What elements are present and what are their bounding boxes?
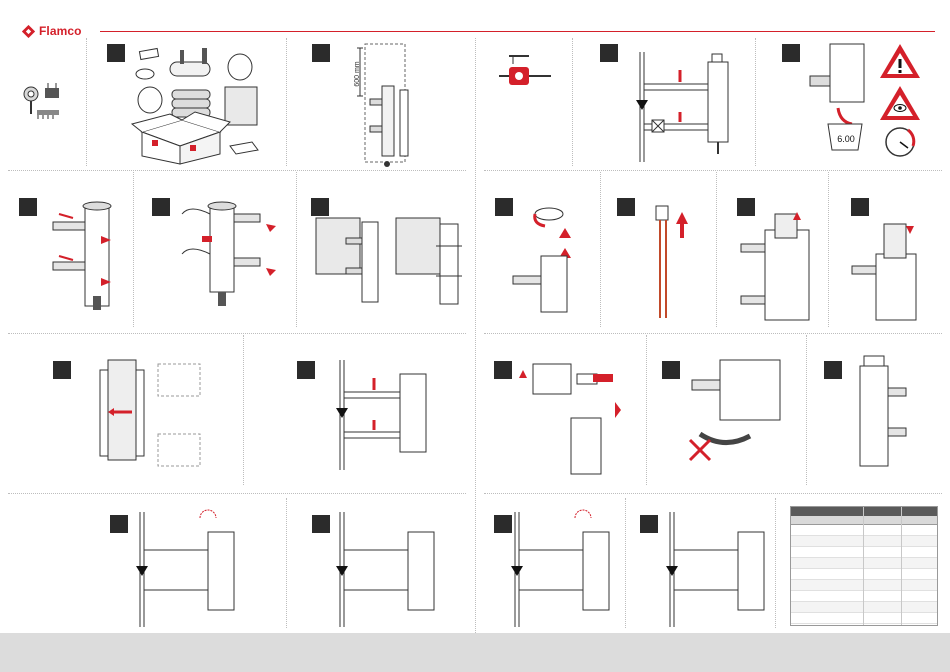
divider	[243, 335, 244, 485]
table-row	[791, 591, 937, 602]
step-badge	[312, 515, 330, 533]
pressure-gauge-icon	[886, 128, 914, 156]
gauge-value-label: 6.00	[837, 134, 855, 144]
row-divider	[484, 170, 942, 171]
header-rule	[100, 31, 935, 32]
divider	[572, 38, 573, 166]
valve-diagram-3	[130, 512, 240, 627]
row-divider	[484, 493, 942, 494]
step-badge	[494, 361, 512, 379]
eye-warning-icon	[880, 86, 920, 120]
step-badge	[110, 515, 128, 533]
divider	[286, 498, 287, 628]
flamco-logo-icon	[22, 25, 35, 38]
install-height-illustration: 600 mm	[340, 44, 425, 169]
step-badge	[600, 44, 618, 62]
divider	[775, 498, 776, 628]
install-height-label: 600 mm	[354, 61, 361, 86]
divider	[296, 172, 297, 327]
table-row	[791, 547, 937, 558]
table-row	[791, 525, 937, 536]
valve-diagram-1	[630, 52, 730, 162]
table-row	[791, 613, 937, 624]
magnet-insert-illustration	[848, 210, 928, 320]
table-column-divider	[901, 507, 902, 625]
package-contents-illustration	[120, 42, 275, 164]
step-badge	[297, 361, 315, 379]
row-divider	[8, 170, 466, 171]
insulation-refit-illustration	[515, 360, 635, 475]
step-badge	[782, 44, 800, 62]
divider	[133, 172, 134, 327]
brand-name: Flamco	[39, 24, 82, 38]
divider	[806, 335, 807, 485]
footer-bar	[0, 633, 950, 672]
row-divider	[484, 333, 942, 334]
divider	[646, 335, 647, 485]
magnet-removal-illustration	[735, 200, 825, 320]
brand-logo: Flamco	[22, 24, 82, 38]
tools-illustration	[18, 80, 68, 125]
row-divider	[8, 333, 466, 334]
table-row	[791, 580, 937, 591]
step-badge	[53, 361, 71, 379]
step-badge	[19, 198, 37, 216]
valve-diagram-6	[660, 512, 770, 627]
divider	[600, 172, 601, 327]
step-badge	[824, 361, 842, 379]
divider	[755, 38, 756, 166]
valve-diagram-5	[505, 512, 615, 627]
cap-removal-illustration	[505, 200, 595, 320]
divider	[86, 38, 87, 166]
table-row	[791, 569, 937, 580]
drain-hose-illustration	[670, 350, 790, 475]
divider	[828, 172, 829, 327]
rod-removal-illustration	[640, 206, 690, 318]
warning-icon	[880, 44, 920, 78]
valve-diagram-4	[330, 512, 440, 627]
table-row	[791, 558, 937, 569]
table-subheader	[791, 516, 937, 525]
divider	[716, 172, 717, 327]
insulation-wrap-illustration	[78, 350, 228, 480]
divider	[625, 498, 626, 628]
divider	[286, 38, 287, 166]
step-badge	[152, 198, 170, 216]
valve-close-illustration	[45, 200, 125, 320]
step-badge	[617, 198, 635, 216]
table-row	[791, 536, 937, 547]
valve-diagram-2	[330, 360, 430, 470]
center-divider	[475, 38, 476, 633]
valve-open-illustration	[180, 200, 280, 320]
drain-illustration: 6.00	[800, 42, 940, 157]
table-row	[791, 602, 937, 613]
step-badge	[640, 515, 658, 533]
pump-off-illustration	[495, 52, 555, 90]
table-column-divider	[863, 507, 864, 625]
spec-table	[790, 506, 938, 626]
row-divider	[8, 493, 466, 494]
insulation-mount-illustration	[310, 212, 470, 322]
assembled-unit-illustration	[850, 356, 920, 476]
table-header	[791, 507, 937, 516]
step-badge	[312, 44, 330, 62]
